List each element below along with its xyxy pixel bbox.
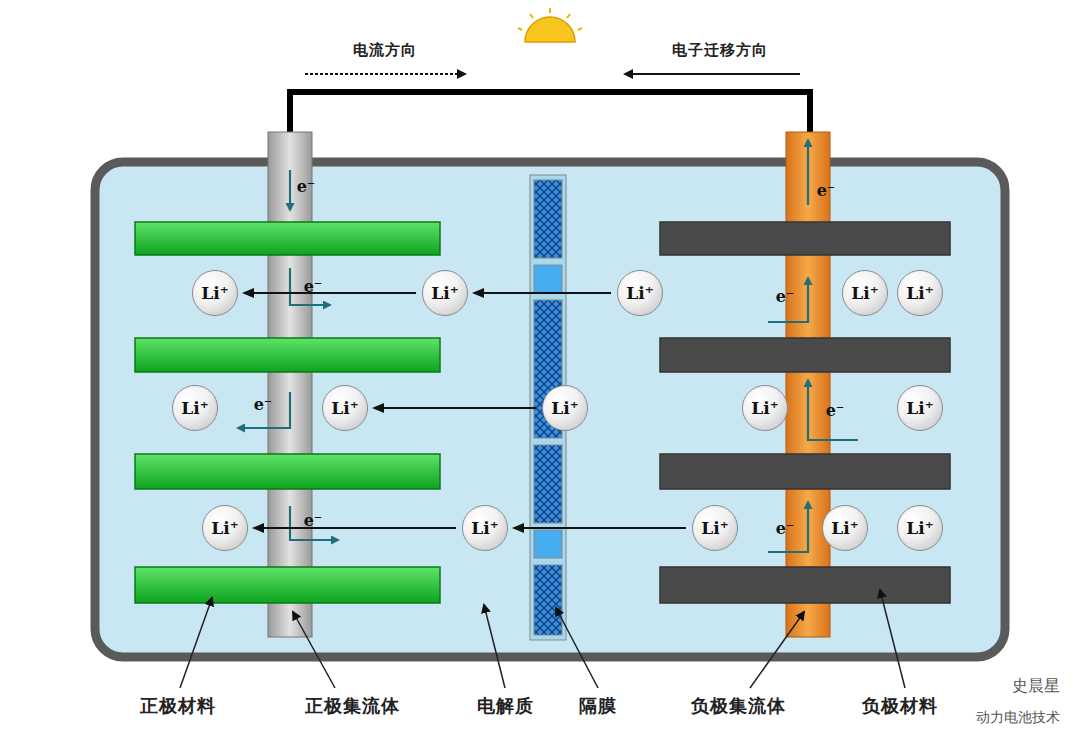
electron-label: e⁻ [776,287,795,306]
lithium-ion: Li⁺ [422,270,468,316]
electron-label: e⁻ [297,177,316,196]
part-label: 负极材料 [862,694,938,718]
ion-label: Li⁺ [331,398,358,418]
watermark: 史晨星 [1012,676,1060,697]
lithium-ion: Li⁺ [322,385,368,431]
part-label: 正极材料 [140,694,216,718]
ion-label: Li⁺ [751,398,778,418]
ion-label: Li⁺ [551,398,578,418]
lithium-ion: Li⁺ [202,505,248,551]
electron-arrows [238,140,858,552]
lithium-ion: Li⁺ [822,505,868,551]
electron-label: e⁻ [817,181,836,200]
lithium-ion: Li⁺ [897,270,943,316]
ion-label: Li⁺ [471,518,498,538]
electron-label: e⁻ [304,511,323,530]
anode-plates [660,222,950,603]
ion-label: Li⁺ [181,398,208,418]
lithium-ion: Li⁺ [192,270,238,316]
electron-label: e⁻ [254,395,273,414]
leader-lines [180,590,905,688]
lithium-ion: Li⁺ [172,385,218,431]
ion-flow-arrow [244,292,416,294]
ion-flow-arrow [374,407,536,409]
ion-label: Li⁺ [626,283,653,303]
watermark: 动力电池技术 [976,709,1060,727]
ion-label: Li⁺ [701,518,728,538]
ion-label: Li⁺ [906,398,933,418]
lithium-ion: Li⁺ [617,270,663,316]
external-wire [290,92,810,140]
ion-label: Li⁺ [906,283,933,303]
battery-case [95,162,1005,657]
lithium-ion: Li⁺ [742,385,788,431]
ion-label: Li⁺ [211,518,238,538]
ion-label: Li⁺ [431,283,458,303]
cathode-collector [268,132,312,637]
lithium-ion: Li⁺ [897,385,943,431]
lithium-ion: Li⁺ [692,505,738,551]
lithium-ion: Li⁺ [462,505,508,551]
part-label: 隔膜 [579,694,617,718]
cathode-plates [135,222,440,603]
electron-label: e⁻ [304,277,323,296]
lithium-ion: Li⁺ [842,270,888,316]
electron-label: e⁻ [776,519,795,538]
lithium-ion: Li⁺ [542,385,588,431]
part-label: 负极集流体 [691,694,786,718]
ion-flow-arrow [474,292,611,294]
ion-flow-arrow [254,527,456,529]
ion-flow-arrow [514,527,686,529]
part-label: 电解质 [477,694,534,718]
sun-icon [518,8,582,42]
electron-label: e⁻ [826,401,845,420]
part-label: 正极集流体 [305,694,400,718]
ion-label: Li⁺ [831,518,858,538]
direction-label: 电流方向 [353,41,417,60]
ion-label: Li⁺ [851,283,878,303]
direction-arrows [305,74,800,75]
ion-label: Li⁺ [906,518,933,538]
direction-label: 电子迁移方向 [672,41,768,60]
ion-label: Li⁺ [201,283,228,303]
lithium-ion: Li⁺ [897,505,943,551]
